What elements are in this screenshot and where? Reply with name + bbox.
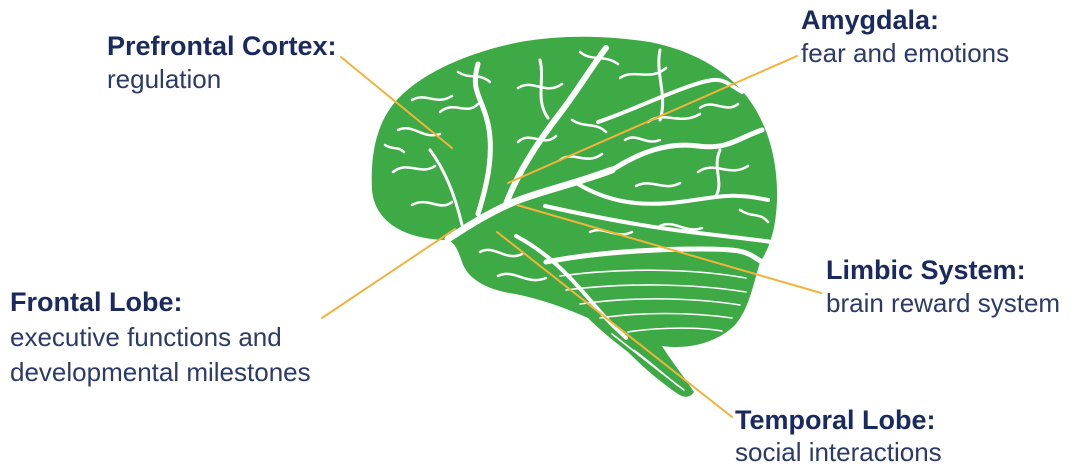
label-title: Amygdala: <box>801 5 940 35</box>
brain-sulcus <box>570 118 608 134</box>
brain-sulcus <box>410 94 454 102</box>
label-description: brain reward system <box>826 288 1061 318</box>
brain-sulcus <box>627 327 723 333</box>
brain-sulcus <box>714 148 722 198</box>
label-amygdala: Amygdala: fear and emotions <box>801 4 1009 70</box>
brain-sulcus <box>696 164 750 174</box>
leader-line-frontal-lobe <box>321 228 456 319</box>
brain-sulcus <box>543 204 774 244</box>
leader-lines <box>321 55 822 418</box>
brain-sulcus <box>496 272 548 282</box>
brain-sulcus <box>444 166 616 243</box>
brain-sulcus <box>565 284 747 293</box>
brain-silhouette <box>371 36 778 397</box>
brain-sulcus <box>503 45 609 207</box>
brain-sulcus <box>516 134 558 144</box>
brain-sulcus <box>658 222 704 231</box>
brain-sulcus <box>514 234 628 340</box>
brain-sulcus <box>633 349 679 387</box>
label-title: Temporal Lobe: <box>735 405 936 435</box>
brain-sulcus <box>543 246 767 266</box>
brain-sulcus <box>516 82 564 90</box>
brain-sulcus <box>738 208 770 224</box>
label-description-line-1: executive functions and <box>10 322 282 352</box>
brain-sulcus <box>538 58 550 120</box>
brain-sulcus <box>578 50 620 66</box>
brain-sulcus <box>472 61 493 217</box>
label-description: fear and emotions <box>801 38 1010 68</box>
label-limbic-system: Limbic System: brain reward system <box>826 254 1060 320</box>
brain-sulcus <box>383 143 406 154</box>
brain-sulcus <box>618 66 668 80</box>
brain-sulci <box>383 45 774 391</box>
label-title: Frontal Lobe: <box>10 287 183 317</box>
leader-line-limbic-system <box>516 204 822 294</box>
brain-sulcus <box>698 102 740 110</box>
brain-sulcus <box>559 269 747 279</box>
brain-sulcus <box>576 182 770 206</box>
label-temporal-lobe: Temporal Lobe: social interactions <box>735 404 942 468</box>
leader-line-temporal-lobe <box>496 231 733 418</box>
brain-sulcus <box>410 200 454 207</box>
label-frontal-lobe: Frontal Lobe: executive functions and de… <box>10 285 311 390</box>
label-prefrontal-cortex: Prefrontal Cortex: regulation <box>107 30 337 96</box>
brain-sulcus <box>623 136 662 143</box>
label-title: Prefrontal Cortex: <box>107 31 337 61</box>
brain-sulcus <box>634 181 682 188</box>
brain-sulcus <box>391 164 437 174</box>
brain-sulcus <box>599 312 733 319</box>
brain-sulcus <box>478 248 524 258</box>
leader-line-prefrontal-cortex <box>340 56 453 149</box>
label-description-line-2: developmental milestones <box>10 357 311 387</box>
leader-line-amygdala <box>507 55 798 184</box>
brain-sulcus <box>438 102 480 114</box>
label-description: social interactions <box>735 437 942 467</box>
brain-sulcus <box>596 77 744 124</box>
brain-illustration <box>371 36 778 397</box>
label-title: Limbic System: <box>826 255 1026 285</box>
brain-sulcus <box>456 70 492 84</box>
brain-sulcus <box>579 298 741 306</box>
brain-sulcus <box>428 148 464 227</box>
label-description: regulation <box>107 64 222 94</box>
brain-sulcus <box>609 127 765 173</box>
brain-sulcus <box>657 48 665 122</box>
